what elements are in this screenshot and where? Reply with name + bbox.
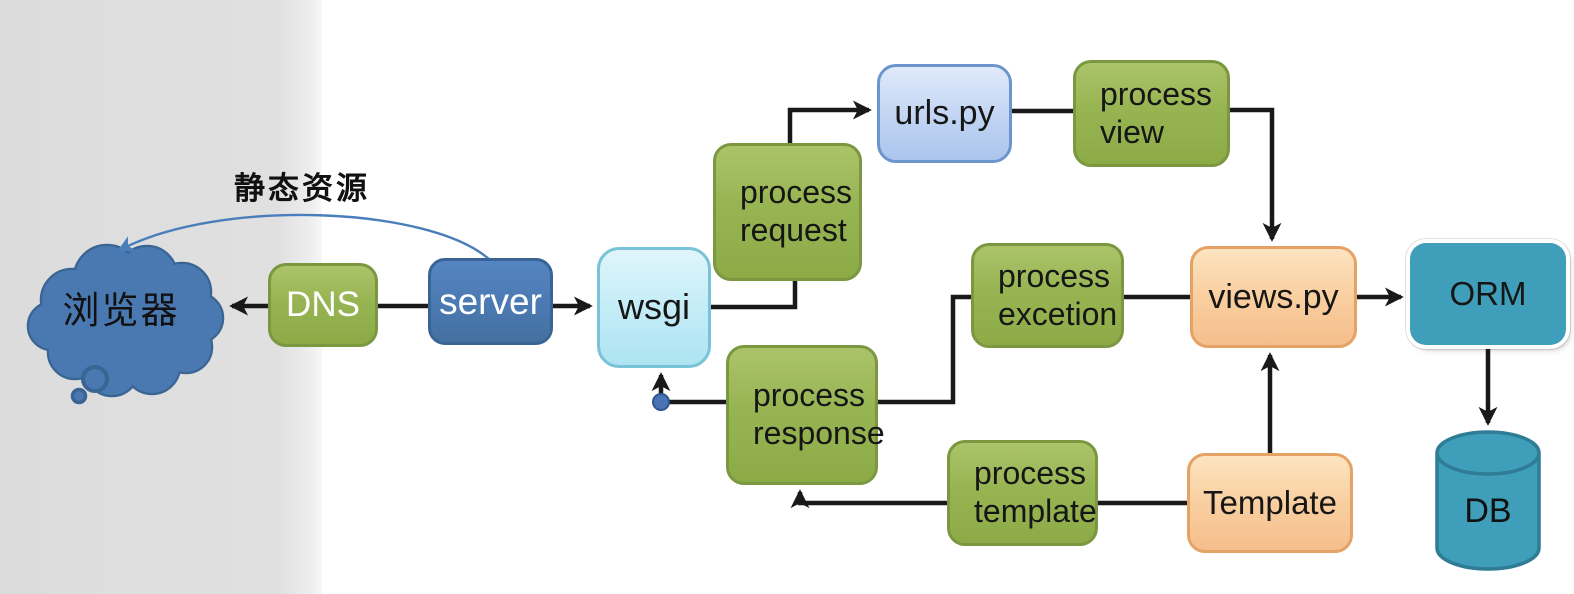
node-template: Template: [1187, 453, 1353, 553]
node-server: server: [428, 258, 553, 345]
junction-dot: [652, 393, 670, 411]
browser-cloud-label: 浏览器: [62, 290, 180, 331]
line-process-excetion-to-process-response: [878, 294, 971, 405]
node-process-template: process template: [947, 440, 1098, 546]
db-cylinder: [1435, 430, 1541, 571]
browser-cloud-shape: [26, 243, 225, 405]
static-resources-label: 静态资源: [234, 170, 370, 206]
line-wsgi-to-process-request: [711, 281, 798, 310]
node-urls-py: urls.py: [877, 64, 1012, 163]
arrow-process-template-to-process-response: [790, 489, 947, 509]
db-label: DB: [1464, 491, 1512, 530]
node-wsgi: wsgi: [597, 247, 711, 368]
node-process-request: process request: [713, 143, 862, 281]
node-dns: DNS: [268, 263, 378, 347]
arrow-process-view-to-views: [1230, 107, 1282, 242]
static-resources-curve-arrow: [117, 213, 491, 261]
node-process-response: process response: [726, 345, 885, 485]
node-views-py: views.py: [1190, 246, 1357, 348]
arrow-process-request-to-urls: [787, 100, 872, 143]
node-process-view: process view: [1073, 60, 1230, 167]
node-orm: ORM: [1410, 243, 1566, 345]
thought-bubble-large: [81, 365, 109, 393]
thought-bubble-small: [70, 387, 88, 405]
node-process-excetion: process excetion: [971, 243, 1124, 348]
